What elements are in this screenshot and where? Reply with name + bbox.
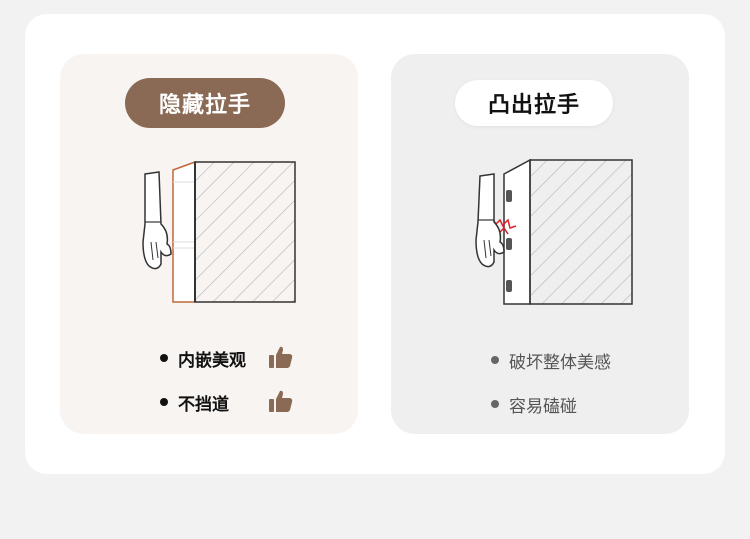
point-label: 容易磕碰 xyxy=(509,396,577,417)
bullet-icon xyxy=(491,356,499,364)
thumbs-up-icon xyxy=(269,390,293,412)
hidden-handle-panel: 隐藏拉手 内嵌美观 xyxy=(60,54,358,434)
bullet-icon xyxy=(160,354,168,362)
thumbs-up-icon xyxy=(269,346,293,368)
protruding-handle-title: 凸出拉手 xyxy=(455,80,613,126)
bullet-icon xyxy=(160,398,168,406)
comparison-card: 隐藏拉手 内嵌美观 xyxy=(25,14,725,474)
point-label: 内嵌美观 xyxy=(178,350,246,371)
point-label: 不挡道 xyxy=(178,394,229,415)
hidden-handle-advantages: 内嵌美观 不挡道 xyxy=(160,336,293,424)
hidden-handle-title: 隐藏拉手 xyxy=(125,78,285,128)
list-item: 容易磕碰 xyxy=(491,382,611,426)
list-item: 破坏整体美感 xyxy=(491,338,611,382)
bullet-icon xyxy=(491,400,499,408)
point-label: 破坏整体美感 xyxy=(509,352,611,373)
list-item: 不挡道 xyxy=(160,380,293,424)
protruding-handle-panel: 凸出拉手 xyxy=(391,54,689,434)
list-item: 内嵌美观 xyxy=(160,336,293,380)
hidden-handle-cabinet-illustration xyxy=(142,160,296,303)
protruding-handle-cabinet-illustration xyxy=(475,158,633,305)
protruding-handle-drawbacks: 破坏整体美感 容易磕碰 xyxy=(491,338,611,426)
